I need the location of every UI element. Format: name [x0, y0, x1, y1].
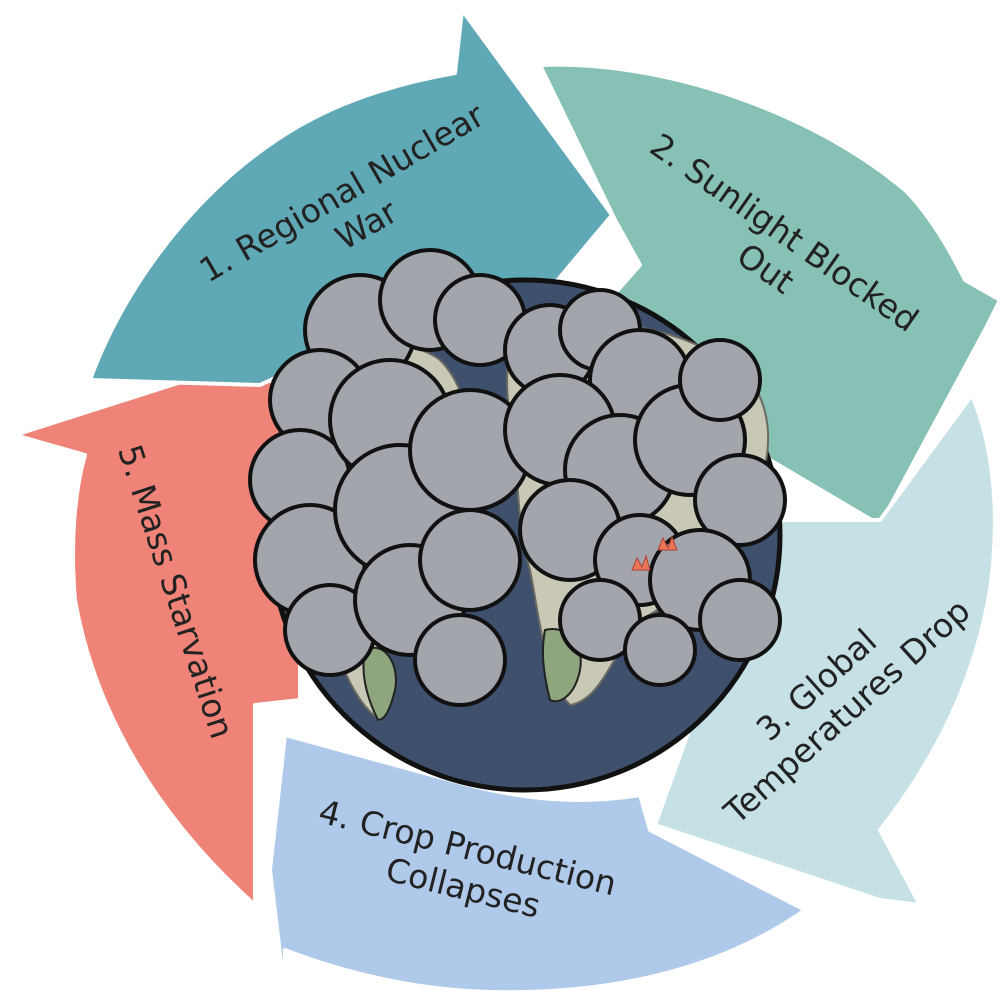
- smoke-clouds: [248, 248, 787, 707]
- land-south-america-green: [362, 646, 397, 722]
- fire-icons: [631, 535, 678, 571]
- earth-globe-illustration: [248, 248, 787, 793]
- cycle-arrows: [13, 8, 1000, 995]
- arrow-step-4: [268, 733, 807, 995]
